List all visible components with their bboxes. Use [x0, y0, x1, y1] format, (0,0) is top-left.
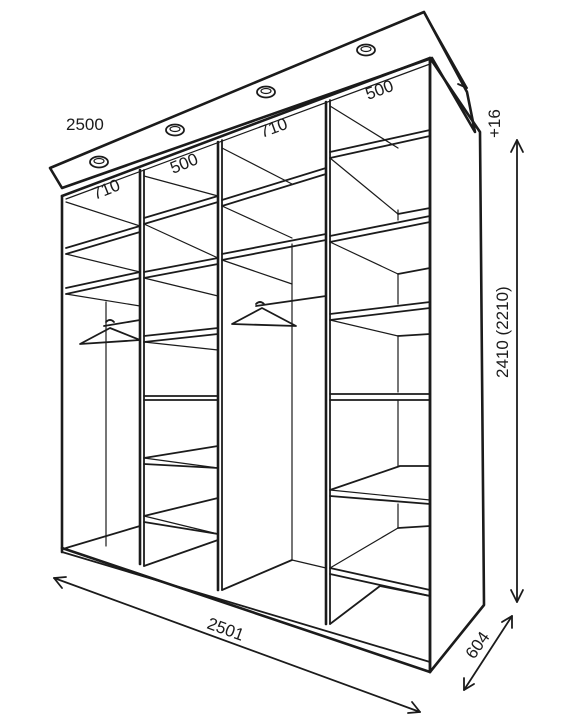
width-dimension-arrow [53, 576, 421, 714]
clothes-hanger-icon [231, 295, 327, 327]
section-2-interior [143, 175, 219, 567]
top-width-label: 2500 [66, 115, 104, 134]
height-label: 2410 (2210) [493, 286, 512, 378]
ceiling-light-icon [165, 123, 185, 137]
top-canopy [48, 10, 477, 190]
clothes-hanger-icon [79, 319, 141, 345]
ceiling-light-icon [356, 43, 376, 57]
top-allowance-label: +16 [485, 109, 504, 138]
depth-label: 604 [462, 628, 494, 662]
section-1-interior [65, 201, 141, 549]
section-3-interior [221, 147, 327, 591]
section-4-interior [329, 105, 431, 625]
height-dimension-arrow [510, 139, 524, 603]
ceiling-light-icon [256, 85, 276, 99]
ceiling-light-icon [89, 155, 109, 169]
carcass [60, 56, 486, 674]
depth-dimension-arrow [463, 615, 513, 691]
divider-panels [138, 99, 331, 626]
